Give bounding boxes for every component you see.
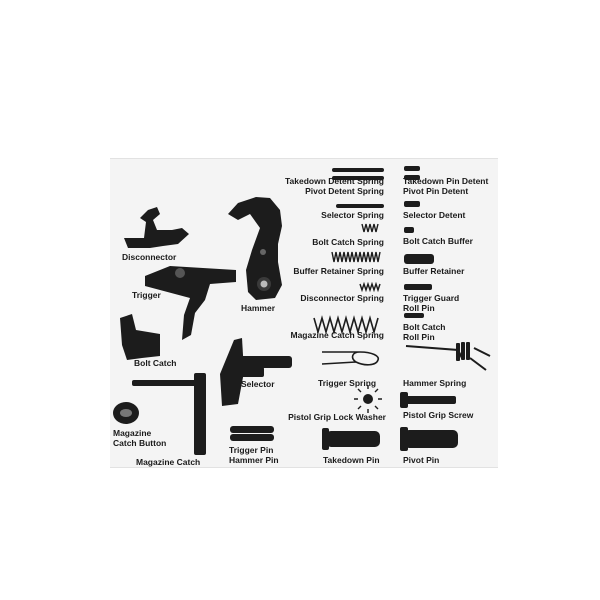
label-pistol-grip-lock-washer: Pistol Grip Lock Washer [288, 412, 386, 422]
selector-detent-part [404, 201, 420, 207]
label-pistol-grip-screw: Pistol Grip Screw [403, 410, 474, 420]
magazine-catch-body [194, 373, 206, 455]
label-hammer: Hammer [241, 303, 276, 313]
bolt-catch-spring-part [361, 223, 379, 233]
buffer-retainer-spring-part [331, 251, 381, 263]
label-trigger-guard-roll-pin-line1: Trigger Guard [403, 293, 460, 303]
selector-lever [220, 338, 244, 406]
pivot-pin-part [404, 430, 458, 448]
label-selector-detent: Selector Detent [403, 210, 466, 220]
pistol-grip-screw-part [406, 396, 456, 404]
disconnector-part [124, 207, 189, 248]
hammer-pin-part [230, 434, 274, 441]
hammer-part [228, 197, 282, 300]
label-selector: Selector [241, 379, 275, 389]
label-disconnector: Disconnector [122, 252, 177, 262]
label-bolt-catch-buffer: Bolt Catch Buffer [403, 236, 473, 246]
label-buffer-retainer-spring: Buffer Retainer Spring [293, 266, 384, 276]
magazine-catch-rod [132, 380, 206, 386]
label-takedown-detent-spring: Takedown Detent Spring [284, 176, 384, 186]
trigger-guard-roll-pin-part [404, 284, 432, 290]
selector-spring-part [336, 204, 384, 208]
magazine-catch-spring-part [313, 315, 379, 335]
label-buffer-retainer: Buffer Retainer [403, 266, 465, 276]
hammer-spring-part [405, 345, 491, 371]
bolt-catch-roll-pin-part [404, 313, 424, 318]
label-pivot-detent-spring: Pivot Detent Spring [305, 186, 384, 196]
label-magazine-catch: Magazine Catch [136, 457, 201, 467]
trigger-pin-part [230, 426, 274, 433]
takedown-pin-part [326, 431, 380, 447]
disconnector-spring-part [359, 281, 381, 293]
parts-photo [110, 158, 498, 468]
label-pivot-pin: Pivot Pin [403, 455, 440, 465]
label-selector-spring: Selector Spring [321, 210, 384, 220]
label-magazine-catch-spring: Magazine Catch Spring [290, 330, 384, 340]
bolt-catch-buffer-part [404, 227, 414, 233]
trigger-part [145, 266, 236, 340]
takedown-pin-detent-part [404, 166, 420, 171]
label-takedown-pin-detent: Takedown Pin Detent [403, 176, 489, 186]
label-bolt-catch-roll-pin-line1: Bolt Catch [403, 322, 446, 332]
label-magazine-catch-button-line1: Magazine [113, 428, 152, 438]
label-magazine-catch-button-line2: Catch Button [113, 438, 167, 448]
label-pivot-pin-detent: Pivot Pin Detent [403, 186, 469, 196]
bolt-catch-part [120, 314, 160, 360]
label-takedown-pin: Takedown Pin [323, 455, 380, 465]
trigger-spring-part [321, 351, 380, 366]
pivot-pin-detent-part [404, 175, 420, 180]
label-bolt-catch-roll-pin-line2: Roll Pin [403, 332, 435, 342]
pistol-grip-lock-washer-part [363, 394, 373, 404]
label-trigger: Trigger [132, 290, 161, 300]
label-bolt-catch-spring: Bolt Catch Spring [312, 237, 384, 247]
label-disconnector-spring: Disconnector Spring [300, 293, 384, 303]
buffer-retainer-part [404, 254, 434, 264]
label-hammer-spring: Hammer Spring [403, 378, 467, 388]
label-hammer-pin: Hammer Pin [229, 455, 279, 465]
label-bolt-catch: Bolt Catch [134, 358, 177, 368]
label-trigger-spring: Trigger Spring [318, 378, 377, 388]
pivot-detent-spring-part [332, 176, 384, 180]
label-trigger-pin: Trigger Pin [229, 445, 274, 455]
label-trigger-guard-roll-pin-line2: Roll Pin [403, 303, 435, 313]
selector-shaft [240, 356, 292, 368]
takedown-detent-spring-part [332, 168, 384, 172]
